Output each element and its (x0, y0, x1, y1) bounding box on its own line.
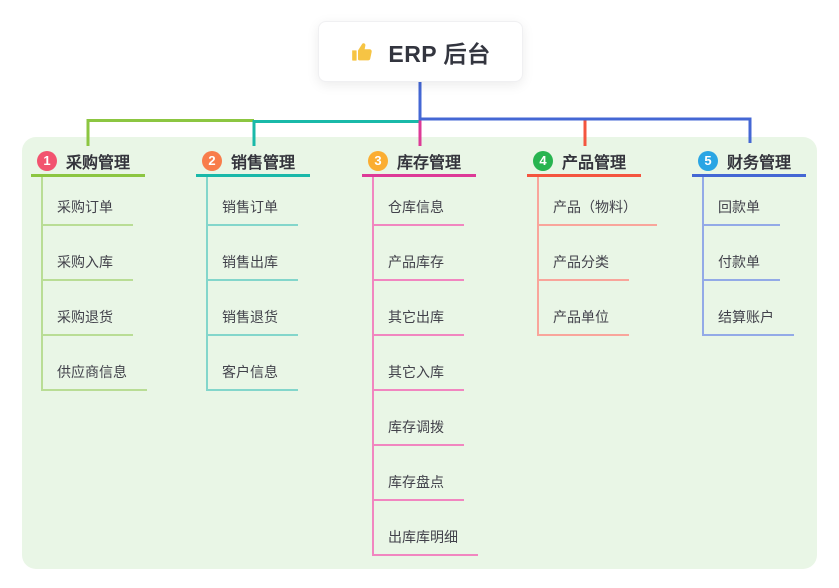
tree-node-label: 出库库明细 (388, 529, 458, 545)
tree-node-label: 产品单位 (553, 309, 609, 325)
branch-number-badge: 5 (698, 150, 718, 171)
tree-node-label: 回款单 (718, 199, 760, 215)
branch-children: 回款单 付款单 结算账户 (702, 177, 794, 336)
tree-node-label: 销售出库 (222, 254, 278, 270)
tree-node[interactable]: 其它入库 (374, 336, 464, 391)
branch-number-badge: 3 (368, 150, 388, 171)
tree-node[interactable]: 结算账户 (704, 281, 794, 336)
branch-title-node[interactable]: 3 库存管理 (362, 147, 476, 177)
tree-node-label: 其它入库 (388, 364, 444, 380)
tree-node-label: 销售退货 (222, 309, 278, 325)
tree-node[interactable]: 出库库明细 (374, 501, 478, 556)
tree-node[interactable]: 仓库信息 (374, 177, 464, 226)
tree-node[interactable]: 销售出库 (208, 226, 298, 281)
tree-node[interactable]: 销售订单 (208, 177, 298, 226)
tree-node[interactable]: 产品单位 (539, 281, 629, 336)
branch-children: 产品（物料） 产品分类 产品单位 (537, 177, 657, 336)
branch-label: 采购管理 (66, 154, 131, 172)
tree-node-label: 产品分类 (553, 254, 609, 270)
branch-title-node[interactable]: 5 财务管理 (692, 147, 806, 177)
branch-title-node[interactable]: 4 产品管理 (527, 147, 641, 177)
tree-node[interactable]: 产品库存 (374, 226, 464, 281)
tree-node-label: 仓库信息 (388, 199, 444, 215)
tree-node-label: 采购退货 (57, 309, 113, 325)
branch-label: 库存管理 (397, 154, 462, 172)
branch-number-badge: 2 (202, 150, 222, 171)
tree-node[interactable]: 产品（物料） (539, 177, 657, 226)
tree-node[interactable]: 销售退货 (208, 281, 298, 336)
tree-node-label: 结算账户 (718, 309, 774, 325)
tree-node-label: 产品库存 (388, 254, 444, 270)
tree-node-label: 采购订单 (57, 199, 113, 215)
tree-node-label: 销售订单 (222, 199, 278, 215)
root-node[interactable]: ERP 后台 (318, 21, 523, 82)
tree-node[interactable]: 采购入库 (43, 226, 133, 281)
tree-node[interactable]: 采购订单 (43, 177, 133, 226)
tree-node[interactable]: 其它出库 (374, 281, 464, 336)
tree-node[interactable]: 客户信息 (208, 336, 298, 391)
tree-node-label: 库存调拨 (388, 419, 444, 435)
tree-node[interactable]: 采购退货 (43, 281, 133, 336)
tree-node[interactable]: 库存盘点 (374, 446, 464, 501)
branch: 3 库存管理 仓库信息 产品库存 其它出库 其它入库 库存调拨 库存盘点 出库库… (362, 147, 512, 556)
branch-children: 采购订单 采购入库 采购退货 供应商信息 (41, 177, 147, 391)
branch-title-node[interactable]: 2 销售管理 (196, 147, 310, 177)
branch-title-node[interactable]: 1 采购管理 (31, 147, 145, 177)
branch-number-badge: 1 (37, 150, 57, 171)
branch: 1 采购管理 采购订单 采购入库 采购退货 供应商信息 (31, 147, 181, 391)
branch-number-badge: 4 (533, 150, 553, 171)
branch-children: 仓库信息 产品库存 其它出库 其它入库 库存调拨 库存盘点 出库库明细 (372, 177, 478, 556)
tree-node-label: 库存盘点 (388, 474, 444, 490)
branch: 4 产品管理 产品（物料） 产品分类 产品单位 (527, 147, 677, 336)
root-node-label: ERP 后台 (388, 40, 491, 67)
branch: 2 销售管理 销售订单 销售出库 销售退货 客户信息 (196, 147, 346, 391)
tree-node[interactable]: 产品分类 (539, 226, 629, 281)
tree-node-label: 产品（物料） (553, 199, 637, 215)
tree-node[interactable]: 回款单 (704, 177, 780, 226)
tree-node[interactable]: 付款单 (704, 226, 780, 281)
branch-label: 销售管理 (231, 154, 296, 172)
mindmap-panel (22, 137, 817, 569)
tree-node-label: 其它出库 (388, 309, 444, 325)
tree-node[interactable]: 库存调拨 (374, 391, 464, 446)
branch: 5 财务管理 回款单 付款单 结算账户 (692, 147, 839, 336)
tree-node[interactable]: 供应商信息 (43, 336, 147, 391)
tree-node-label: 付款单 (718, 254, 760, 270)
tree-node-label: 采购入库 (57, 254, 113, 270)
branch-label: 产品管理 (562, 154, 627, 172)
tree-node-label: 客户信息 (222, 364, 278, 380)
branch-label: 财务管理 (727, 154, 792, 172)
thumbs-up-icon (352, 42, 373, 61)
tree-node-label: 供应商信息 (57, 364, 127, 380)
branch-children: 销售订单 销售出库 销售退货 客户信息 (206, 177, 298, 391)
